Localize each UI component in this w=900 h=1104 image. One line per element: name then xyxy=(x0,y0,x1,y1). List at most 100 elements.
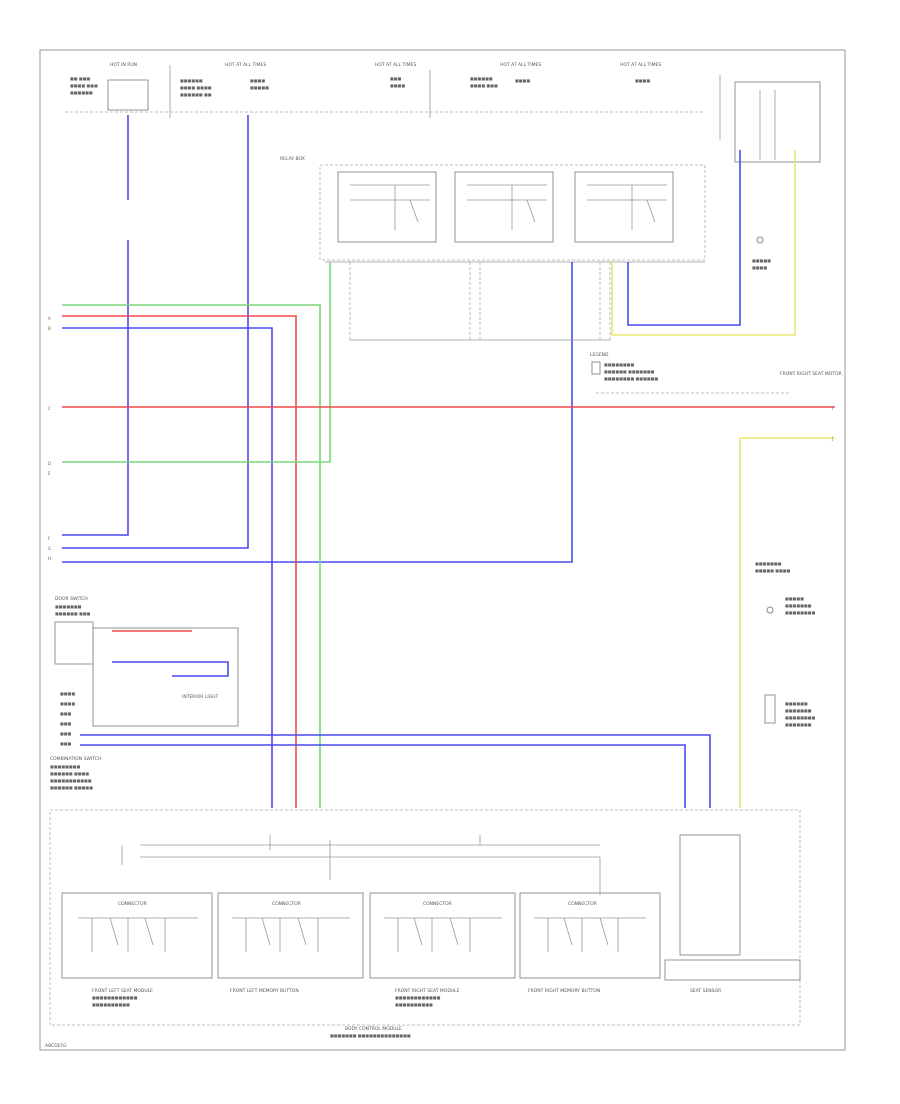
connector-2-label: CONNECTOR xyxy=(272,901,301,907)
svg-text:G: G xyxy=(48,546,51,551)
svg-text:■■ ■■■: ■■ ■■■ xyxy=(70,76,90,81)
svg-text:H: H xyxy=(48,556,51,561)
wire-blue-2 xyxy=(62,115,249,549)
diagram-frame xyxy=(39,49,846,1051)
svg-text:■■■■■■: ■■■■■■ xyxy=(70,90,93,95)
body-control-module: CONNECTOR CONNECTOR CONNECTOR CONNECTOR … xyxy=(49,809,801,1038)
legend-label: LEGEND xyxy=(590,352,609,358)
svg-text:E: E xyxy=(48,471,51,476)
relay-box-label: RELAY BOX xyxy=(280,156,305,162)
svg-text:■■■■■■■: ■■■■■■■ xyxy=(785,722,812,727)
right-sensor-stack: ■■■■■■■ ■■■■■ ■■■■ ■■■■■ ■■■■■■■ ■■■■■■■… xyxy=(755,561,815,727)
sensor-label: SEAT SENSOR xyxy=(690,988,721,994)
svg-text:J: J xyxy=(831,436,833,441)
svg-text:■■■■ ■■■: ■■■■ ■■■ xyxy=(470,83,498,88)
svg-text:■■■■■■ ■■: ■■■■■■ ■■ xyxy=(180,92,212,97)
svg-text:■■■■■■■■■■■: ■■■■■■■■■■■ xyxy=(50,778,92,783)
top-right-connector: ■■■■■ ■■■■ xyxy=(719,75,821,270)
svg-text:■■■■: ■■■■ xyxy=(515,78,530,83)
svg-text:A: A xyxy=(48,316,51,321)
svg-text:■■■: ■■■ xyxy=(390,76,402,81)
connector-4-label: CONNECTOR xyxy=(568,901,597,907)
interior-light-label: INTERIOR LIGHT xyxy=(182,694,219,700)
wire-blue-3 xyxy=(62,262,573,563)
svg-text:■■■■ ■■■: ■■■■ ■■■ xyxy=(70,83,98,88)
svg-text:■■■■■■■ ■■■■■■■■■■■■■■: ■■■■■■■ ■■■■■■■■■■■■■■ xyxy=(330,1033,411,1038)
svg-text:D: D xyxy=(48,461,51,466)
fuse-label-4: HOT AT ALL TIMES xyxy=(500,62,541,68)
wire-blue-9 xyxy=(80,734,711,808)
svg-text:■■■■ ■■■■: ■■■■ ■■■■ xyxy=(180,85,212,90)
svg-text:■■■■■■■■■■: ■■■■■■■■■■ xyxy=(395,1002,433,1007)
right-label: FRONT RIGHT SEAT MOTOR xyxy=(780,371,842,377)
svg-text:■■■■■■: ■■■■■■ xyxy=(470,76,493,81)
fuse-label-1: HOT IN RUN xyxy=(110,62,137,68)
left-ticks: A B C D E F G H I J xyxy=(48,316,833,561)
svg-text:■■■■: ■■■■ xyxy=(60,691,75,696)
svg-text:■■■■■■ ■■■■■: ■■■■■■ ■■■■■ xyxy=(50,785,93,790)
module-1-label: FRONT LEFT SEAT MODULE xyxy=(92,988,153,994)
svg-text:■■■■■■■■ ■■■■■■: ■■■■■■■■ ■■■■■■ xyxy=(604,376,658,381)
svg-text:■■■■: ■■■■ xyxy=(250,78,265,83)
svg-text:B: B xyxy=(48,326,51,331)
svg-text:■■■■■■■: ■■■■■■■ xyxy=(785,603,812,608)
relay-drops xyxy=(349,262,611,341)
footer-label: ABCDEFG xyxy=(45,1043,67,1049)
wire-green-6 xyxy=(62,304,321,808)
svg-text:■■■: ■■■ xyxy=(60,741,72,746)
svg-text:■■■■■: ■■■■■ xyxy=(785,596,804,601)
svg-text:■■■■■■ ■■■: ■■■■■■ ■■■ xyxy=(55,611,91,616)
relay-box: RELAY BOX xyxy=(280,156,706,263)
svg-text:■■■■■■■: ■■■■■■■ xyxy=(755,561,782,566)
wire-blue-4 xyxy=(62,327,273,808)
svg-text:■■■: ■■■ xyxy=(60,731,72,736)
svg-text:■■■■■■■: ■■■■■■■ xyxy=(785,708,812,713)
svg-text:■■■■: ■■■■ xyxy=(635,78,650,83)
module-3-label: FRONT RIGHT SEAT MODULE xyxy=(395,988,460,994)
svg-text:F: F xyxy=(48,536,51,541)
svg-text:■■■■■: ■■■■■ xyxy=(752,258,771,263)
legend: LEGEND ■■■■■■■■ ■■■■■■ ■■■■■■■ ■■■■■■■■ … xyxy=(590,352,842,394)
door-switch-label: DOOR SWITCH xyxy=(55,596,88,602)
body-module-label: BODY CONTROL MODULE xyxy=(345,1026,402,1032)
svg-text:C: C xyxy=(48,406,51,411)
module-4-label: FRONT RIGHT MEMORY BUTTON xyxy=(528,988,600,994)
svg-text:■■■■■■■■■■: ■■■■■■■■■■ xyxy=(92,1002,130,1007)
svg-text:■■■■■■■■: ■■■■■■■■ xyxy=(604,362,634,367)
wire-green-7 xyxy=(62,262,331,463)
wire-harness xyxy=(62,115,835,808)
svg-text:■■■: ■■■ xyxy=(60,711,72,716)
wire-red-5 xyxy=(62,315,297,808)
door-switch-block: DOOR SWITCH ■■■■■■■ ■■■■■■ ■■■ INTERIOR … xyxy=(50,596,239,790)
fuse-label-2: HOT AT ALL TIMES xyxy=(225,62,266,68)
svg-text:■■■■■■: ■■■■■■ xyxy=(785,701,808,706)
svg-text:■■■■■■ ■■■■: ■■■■■■ ■■■■ xyxy=(50,771,89,776)
wire-blue-10 xyxy=(80,744,686,808)
connector-3-label: CONNECTOR xyxy=(423,901,452,907)
fuse-label-3: HOT AT ALL TIMES xyxy=(375,62,416,68)
wire-yellow-14 xyxy=(611,150,796,336)
connector-1-label: CONNECTOR xyxy=(118,901,147,907)
wire-blue-11 xyxy=(112,661,229,677)
svg-text:■■■: ■■■ xyxy=(60,721,72,726)
svg-text:■■■■■■: ■■■■■■ xyxy=(180,78,203,83)
svg-text:■■■■■: ■■■■■ xyxy=(250,85,269,90)
wire-blue-13 xyxy=(627,150,741,326)
combination-switch-label: COMBINATION SWITCH xyxy=(50,756,101,762)
svg-text:I: I xyxy=(832,406,833,411)
svg-text:■■■■: ■■■■ xyxy=(752,265,767,270)
fuse-label-5: HOT AT ALL TIMES xyxy=(620,62,661,68)
svg-text:■■■■■■ ■■■■■■■: ■■■■■■ ■■■■■■■ xyxy=(604,369,655,374)
svg-text:■■■■■■■■: ■■■■■■■■ xyxy=(785,715,815,720)
svg-text:■■■■: ■■■■ xyxy=(60,701,75,706)
svg-text:■■■■: ■■■■ xyxy=(390,83,405,88)
top-fuse-section: HOT IN RUN HOT AT ALL TIMES HOT AT ALL T… xyxy=(65,62,705,118)
svg-text:■■■■■■■■■■■■: ■■■■■■■■■■■■ xyxy=(395,995,441,1000)
svg-text:■■■■■■■■: ■■■■■■■■ xyxy=(785,610,815,615)
svg-text:■■■■■■■: ■■■■■■■ xyxy=(55,604,82,609)
module-2-label: FRONT LEFT MEMORY BUTTON xyxy=(230,988,299,994)
wire-blue-1 xyxy=(62,115,129,536)
svg-text:■■■■■■■■: ■■■■■■■■ xyxy=(50,764,80,769)
